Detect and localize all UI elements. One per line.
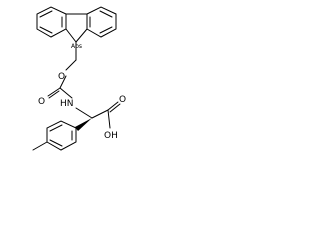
carbonyl-oxygen-label: O bbox=[38, 97, 45, 107]
carbamate-c-n-bond bbox=[59, 87, 73, 99]
fluorene-right-ring bbox=[86, 6, 117, 38]
carboxyl-oxygen-label: O bbox=[119, 95, 126, 105]
fluorene-left-ring bbox=[36, 6, 67, 38]
alpha-carboxyl-bond bbox=[91, 109, 109, 119]
n-alpha-bond bbox=[75, 107, 93, 119]
hydroxyl-label: OH bbox=[104, 131, 118, 141]
stereo-wedge-bond bbox=[75, 118, 92, 131]
methyl-bond bbox=[32, 141, 48, 151]
fluorene-five-ring bbox=[65, 13, 88, 43]
ester-oxygen-label: O bbox=[58, 72, 65, 82]
amine-nh-label: HN bbox=[60, 99, 74, 109]
o-carbonyl-carbon-bond bbox=[59, 75, 67, 89]
tolyl-ring bbox=[46, 120, 77, 151]
carbamate-c-o-double-2 bbox=[48, 90, 60, 99]
carboxyl-c-oh-bond bbox=[107, 109, 111, 129]
chemical-structure: Abs O O HN O OH bbox=[32, 6, 126, 151]
abs-stereo-label: Abs bbox=[71, 43, 82, 50]
carbamate-c-o-double-1 bbox=[47, 87, 61, 97]
carboxyl-c-o-double-2 bbox=[109, 103, 121, 113]
carboxyl-c-o-double-1 bbox=[107, 101, 119, 111]
ch2-o-bond bbox=[65, 59, 77, 71]
